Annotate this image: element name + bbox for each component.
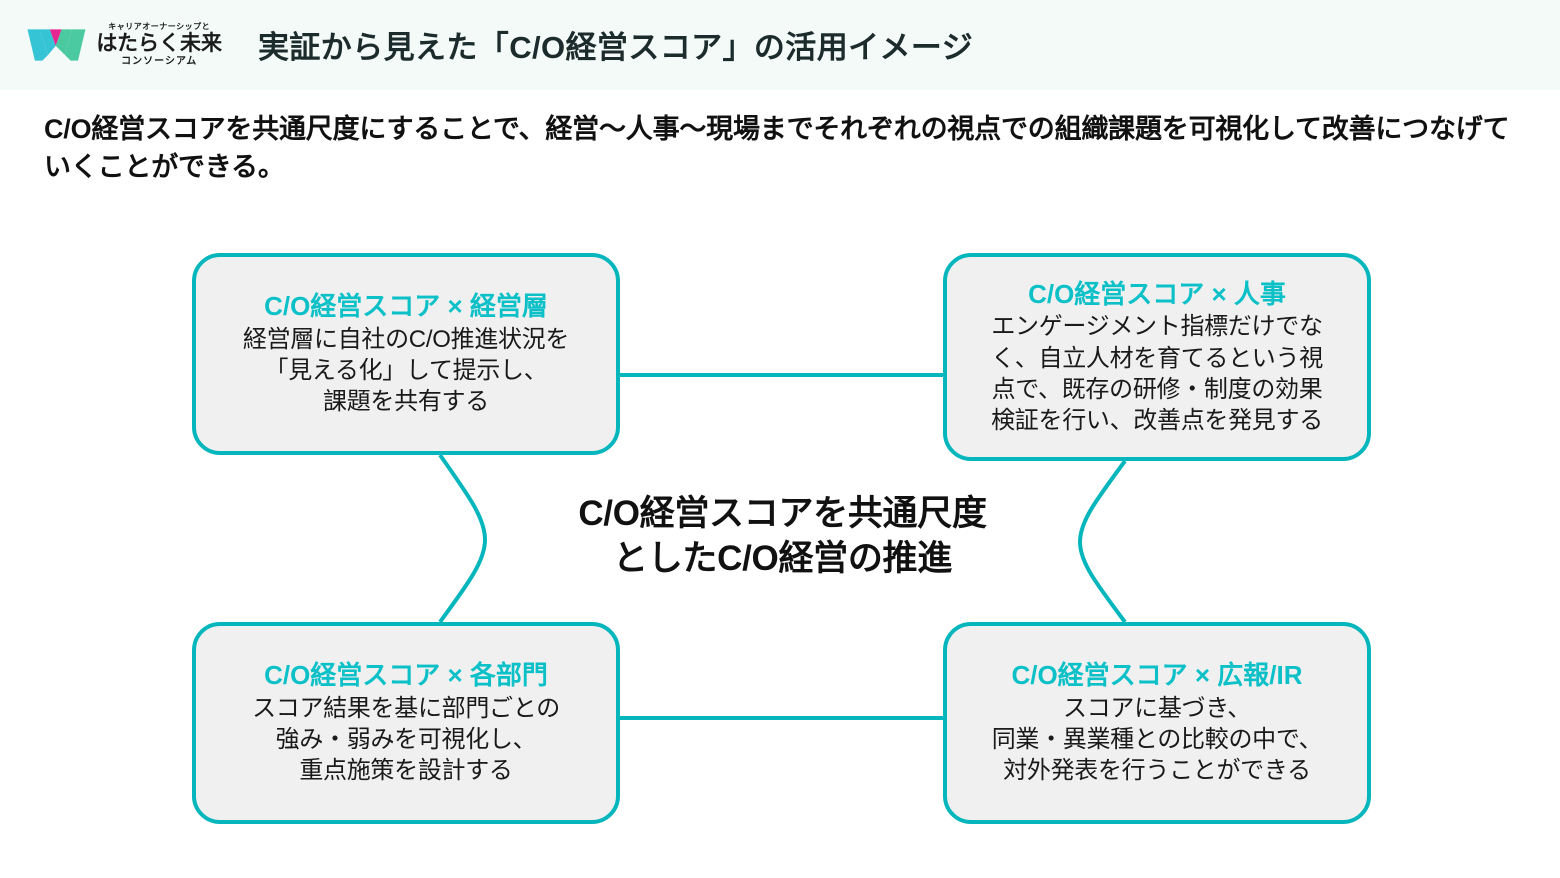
node-dept-body-line: スコア結果を基に部門ごとの [252,694,560,722]
center-label-line2: としたC/O経営の推進 [613,538,952,578]
connector-right-arc [1078,459,1127,624]
connector-lines [438,373,1127,720]
header-band [0,0,1560,90]
node-exec[interactable]: C/O経営スコア × 経営層 経営層に自社のC/O推進状況を 「見える化」して提… [192,253,620,455]
node-exec-body: 経営層に自社のC/O推進状況を 「見える化」して提示し、 課題を共有する [243,324,569,418]
logo-main-text: はたらく未来 [96,31,222,55]
node-hr-title: C/O経営スコア × 人事 [1028,278,1286,309]
logo-tagline-top: キャリアオーナーシップと [108,21,211,31]
node-pr[interactable]: C/O経営スコア × 広報/IR スコアに基づき、 同業・異業種との比較の中で、… [943,622,1371,824]
logo-tagline-bottom: コンソーシアム [121,56,198,68]
node-pr-body-line: 同業・異業種との比較の中で、 [991,726,1323,754]
node-pr-body-line: スコアに基づき、 [1063,694,1251,722]
node-exec-body-line: 経営層に自社のC/O推進状況を [242,325,570,353]
node-hr[interactable]: C/O経営スコア × 人事 エンゲージメント指標だけでな く、自立人材を育てると… [943,253,1371,461]
node-pr-title: C/O経営スコア × 広報/IR [1011,660,1303,691]
consortium-logo: キャリアオーナーシップと はたらく未来 コンソーシアム [26,14,222,76]
node-pr-body-line: 対外発表を行うことができる [1003,757,1311,785]
connector-left-arc [438,453,487,624]
node-dept-body-line: 重点施策を設計する [299,757,513,785]
center-label-line1: C/O経営スコアを共通尺度 [578,494,987,533]
logo-wordmark: キャリアオーナーシップと はたらく未来 コンソーシアム [96,21,222,68]
node-pr-body: スコアに基づき、 同業・異業種との比較の中で、 対外発表を行うことができる [992,693,1323,787]
lead-paragraph: C/O経営スコアを共通尺度にすることで、経営〜人事〜現場までそれぞれの視点での組… [44,114,1510,183]
page-title: 実証から見えた「C/O経営スコア」の活用イメージ [258,30,974,65]
node-hr-body: エンゲージメント指標だけでな く、自立人材を育てるという視 点で、既存の研修・制… [991,311,1323,436]
node-exec-body-line: 課題を共有する [323,388,489,416]
center-label: C/O経営スコアを共通尺度 としたC/O経営の推進 [540,492,1025,582]
node-dept-title: C/O経営スコア × 各部門 [264,660,548,691]
logo-w-icon [27,29,86,61]
node-exec-body-line: 「見える化」して提示し、 [264,357,548,385]
node-dept[interactable]: C/O経営スコア × 各部門 スコア結果を基に部門ごとの 強み・弱みを可視化し、… [192,622,620,824]
node-hr-body-line: く、自立人材を育てるという視 [991,344,1323,372]
node-exec-title: C/O経営スコア × 経営層 [264,291,548,322]
node-dept-body-line: 強み・弱みを可視化し、 [275,726,537,754]
node-hr-body-line: 点で、既存の研修・制度の効果 [991,375,1323,403]
node-dept-body: スコア結果を基に部門ごとの 強み・弱みを可視化し、 重点施策を設計する [252,693,560,787]
diagram-area: C/O経営スコア × 経営層 経営層に自社のC/O推進状況を 「見える化」して提… [0,230,1560,850]
node-hr-body-line: エンゲージメント指標だけでな [991,313,1323,341]
node-hr-body-line: 検証を行い、改善点を発見する [991,406,1323,434]
